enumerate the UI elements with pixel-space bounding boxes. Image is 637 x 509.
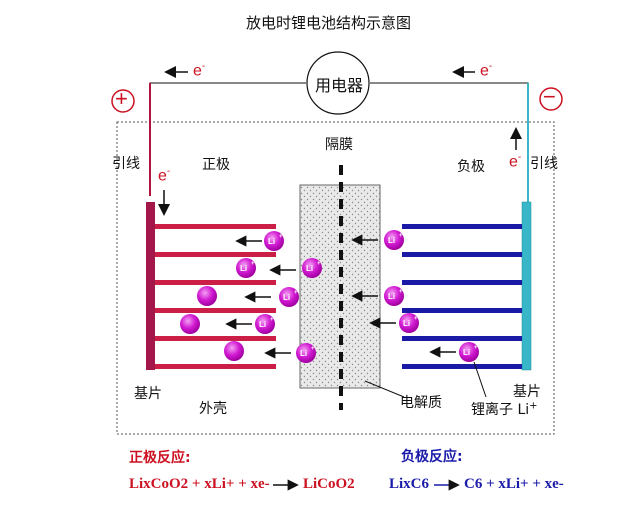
external-circuit [149, 51, 529, 202]
svg-text:Li: Li [306, 264, 313, 273]
svg-text:Li: Li [268, 237, 275, 246]
lithium-ion: Li + [296, 343, 316, 363]
right-base-label: 基片 [513, 384, 541, 400]
svg-text:+: + [270, 317, 274, 323]
right-lead-label: 引线 [530, 156, 558, 172]
lithium-ion: Li + [279, 287, 299, 307]
positive-terminal [111, 89, 135, 113]
cathode-plate [155, 224, 276, 229]
cathode-plate [155, 364, 276, 369]
left-base-label: 基片 [134, 386, 162, 402]
separator-label: 隔膜 [325, 137, 353, 153]
cathode-plate [155, 280, 276, 285]
svg-text:+: + [311, 346, 315, 352]
anode-plate [402, 280, 522, 285]
electrolyte-leader [364, 380, 405, 398]
svg-text:+: + [414, 316, 418, 322]
svg-text:+: + [279, 234, 283, 240]
cathode-plates [155, 224, 276, 369]
anode-plate [402, 364, 522, 369]
svg-text:+: + [399, 289, 403, 295]
lithium-ion: Li + [384, 286, 404, 306]
svg-text:Li: Li [283, 293, 290, 302]
cathode-plate [155, 252, 276, 257]
lithium-ion: Li + [255, 314, 275, 334]
load-label: 用电器 [315, 76, 364, 95]
svg-text:Li: Li [300, 349, 307, 358]
svg-text:Li: Li [403, 319, 410, 328]
anode-plate [402, 308, 522, 313]
electrolyte-label: 电解质 [400, 395, 442, 411]
svg-text:Li: Li [388, 236, 395, 245]
anode-plate [402, 336, 522, 341]
svg-text:Li: Li [259, 320, 266, 329]
svg-text:+: + [317, 261, 321, 267]
negative-terminal [539, 87, 563, 111]
anode-equation-right: C6 + xLi+ + xe- [464, 476, 564, 492]
negative-sign: − [543, 84, 556, 109]
lithium-ion: Li + [236, 258, 256, 278]
positive-sign: + [115, 86, 128, 111]
svg-text:+: + [294, 290, 298, 296]
anode-plate [402, 224, 522, 229]
svg-text:+: + [474, 345, 478, 351]
cathode-base-plate [146, 202, 155, 370]
lithium-ion [180, 314, 200, 334]
anode-reaction-title: 负极反应: [401, 449, 463, 465]
svg-text:Li: Li [388, 292, 395, 301]
lithium-ion: Li + [399, 313, 419, 333]
electron-label-left: e- [158, 166, 171, 185]
lithium-ion: Li + [264, 231, 284, 251]
svg-text:+: + [399, 233, 403, 239]
cathode-label: 正极 [202, 157, 230, 173]
battery-shell [116, 121, 555, 435]
electron-label-top-left: e- [193, 61, 206, 80]
electron-label-top-right: e- [480, 61, 493, 80]
svg-text:Li: Li [463, 348, 470, 357]
anode-label: 负极 [457, 159, 485, 175]
ion-leader [473, 361, 487, 398]
svg-text:Li: Li [240, 264, 247, 273]
left-lead-label: 引线 [112, 156, 140, 172]
lithium-ion [197, 286, 217, 306]
lithium-ion [224, 341, 244, 361]
cathode-plate [155, 308, 276, 313]
lithium-ions: Li + Li + Li + Li + Li + Li + Li + Li + Li + Li + [180, 230, 479, 363]
lithium-ion: Li + [459, 342, 479, 362]
ion-arrows [225, 234, 456, 359]
diagram-title: 放电时锂电池结构示意图 [246, 14, 412, 32]
electron-label-right: e- [509, 152, 522, 171]
anode-plates [402, 224, 522, 369]
anode-base-plate [521, 201, 532, 371]
load-circle [306, 51, 370, 115]
anode-plate [402, 252, 522, 257]
lithium-ion: Li + [302, 258, 322, 278]
cathode-plate [155, 336, 276, 341]
lithium-ion: Li + [384, 230, 404, 250]
shell-label: 外壳 [199, 401, 227, 417]
lithium-ion-label: 锂离子 Li+ [471, 400, 538, 418]
svg-text:+: + [251, 261, 255, 267]
cathode-equation-left: LixCoO2 + xLi+ + xe- [129, 476, 270, 492]
anode-equation-left: LixC6 [389, 476, 430, 492]
cathode-reaction-title: 正极反应: [129, 450, 191, 466]
cathode-equation-right: LiCoO2 [303, 476, 355, 492]
